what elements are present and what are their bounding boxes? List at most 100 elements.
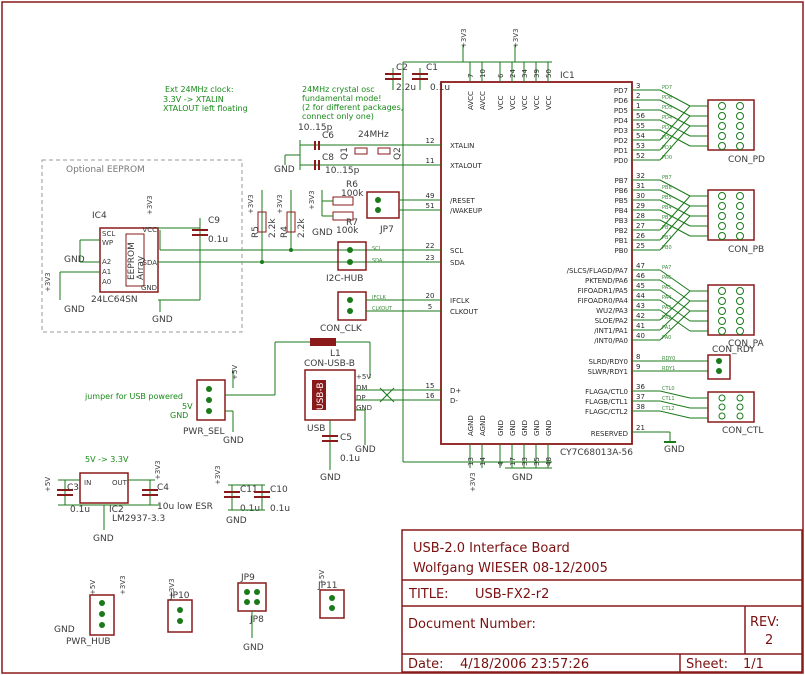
ic1-pin-name: AVCC [479,91,487,110]
ic1-pin-name: SLOE/PA2 [595,317,628,325]
r5 [257,211,267,233]
i2c-pullups: R5 2.2k +3V3 R4 2.2k +3V3 [247,190,307,260]
ic1-pin-name: PB1 [615,237,628,245]
header-pin [718,102,726,110]
note-crystal-3: (2 for different packages, [302,103,403,112]
jp10: JP10 +3V3 [167,578,193,633]
ic1-pin-num: 22 [426,242,435,250]
header-pin [718,202,726,210]
net-label: PB7 [662,175,672,181]
ic1-pin-num: 24 [509,69,517,78]
ic1-pin-num: 3 [636,82,640,90]
ic2-ref: IC2 [109,505,124,515]
header-pin [718,232,726,240]
net-label: PB5 [662,195,672,201]
ic4-ref: IC4 [92,211,107,221]
ic1-pin-name: FIFOADR0/PA4 [578,297,629,305]
con-clk-body [337,291,367,321]
c9-value: 0.1u [208,235,228,245]
ic1-pin-name: GND [533,420,541,436]
net-label: PD0 [662,155,672,161]
r4 [286,211,296,233]
ic2-pin-out: OUT [112,479,128,487]
v33-c11: +3V3 [214,465,222,485]
ic1: IC1 CY7C68013A-56 12XTALIN11XTALOUT49/RE… [426,62,708,468]
net-label: PA1 [662,325,671,331]
ic1-pin-name: /INT1/PA1 [594,327,628,335]
c1-ref: C1 [426,63,438,73]
net-label: PD2 [662,135,672,141]
ic4-pin-a1: A1 [102,268,111,276]
con-rdy: CON_RDY [707,345,755,380]
gnd-ic4-a: GND [64,255,85,265]
ic1-pin-num: 9 [636,363,640,371]
pwr-sel: GND +5V PWR_SEL jumper for USB powered 5… [84,365,275,446]
ic1-pin-num: 15 [426,382,435,390]
ic1-pin-num: 12 [426,137,435,145]
i2c-hub-label: I2C-HUB [326,274,363,284]
ic1-pin-num: 14 [479,457,487,466]
r4-value: 2.2k [297,218,307,238]
c11-c10: C11 0.1u C10 0.1u GND +3V3 [214,465,290,526]
gnd-pwrsel: GND [223,436,244,446]
v33-r5: +3V3 [247,194,255,214]
reset-wakeup: R6 100k R7 100k JP7 GND +3V3 [308,180,441,238]
ic1-pin-num: 28 [636,212,645,220]
ic1-pin-num: 11 [426,157,435,165]
ic1-pin-name: D- [450,397,458,405]
ic1-pin-name: PD4 [614,117,629,125]
ic1-pin-name: AGND [479,415,487,436]
c5-value: 0.1u [340,454,360,464]
con-pa-label: CON_PA [728,339,764,349]
ic4-body [99,227,159,293]
optional-eeprom: Optional EEPROM EEPROM Array IC4 24LC64S… [41,159,243,333]
ic1-pin-name: /INT0/PA0 [594,337,628,345]
ic1-pin-num: 1 [636,102,640,110]
title-block: USB-2.0 Interface Board Wolfgang WIESER … [401,529,803,673]
i2c-hub-body [337,241,367,271]
ic1-pin-num: 32 [636,172,645,180]
c11-value: 0.1u [240,504,260,514]
ic1-pin-num: 51 [426,202,435,210]
optional-eeprom-label: Optional EEPROM [66,165,145,175]
connector-pins [718,102,744,420]
ic1-pin-num: 53 [636,142,645,150]
header-pin [718,132,726,140]
usb-pin-dm: DM [356,384,367,392]
ic1-pin-num: 47 [636,262,645,270]
note-usb-jumper-2: 5V [182,402,193,411]
jp9-jp8: JP9 JP8 GND [237,573,267,653]
ic1-pin-name: PB3 [615,217,628,225]
ic1-pin-num: 55 [636,122,645,130]
gnd-reg: GND [93,534,114,544]
usb-text: USB-B [316,382,326,410]
jp8-label: JP8 [249,615,264,625]
net-label: PD6 [662,95,672,101]
ic1-pin-name: SLRD/RDY0 [588,358,628,366]
v33-reg: +3V3 [154,460,162,480]
c9-ref: C9 [208,216,220,226]
regulator-section: 5V -> 3.3V IN OUT IC2 LM2937-3.3 C3 0.1u… [44,455,213,544]
ic1-pin-name: PD3 [614,127,628,135]
c5-ref: C5 [340,433,352,443]
ic1-pin-num: 2 [636,92,640,100]
note-ext-clock-2: 3.3V -> XTALIN [163,95,224,104]
ic1-pin-num: 23 [426,254,435,262]
ic1-pin-name: PKTEND/PA6 [585,277,629,285]
ic1-pin-name: VCC [521,95,529,110]
ic1-pin-num: 7 [467,74,475,78]
v5-jp11: +5V [318,570,326,585]
rev-value: 2 [765,633,773,648]
jp9-label: JP9 [240,573,255,583]
reserved-pin-name: RESERVED [591,430,628,438]
ic1-pin-num: 37 [636,393,645,401]
ic1-pin-num: 54 [636,132,645,140]
l1-inductor [310,338,336,346]
con-pa: CON_PA [707,284,764,349]
ic1-pin-name: IFCLK [450,297,470,305]
usb-pin-dp: DP [356,394,366,402]
v33-reset: +3V3 [308,190,316,210]
pwr-hub: PWR_HUB GND +5V +3V3 [54,575,127,647]
